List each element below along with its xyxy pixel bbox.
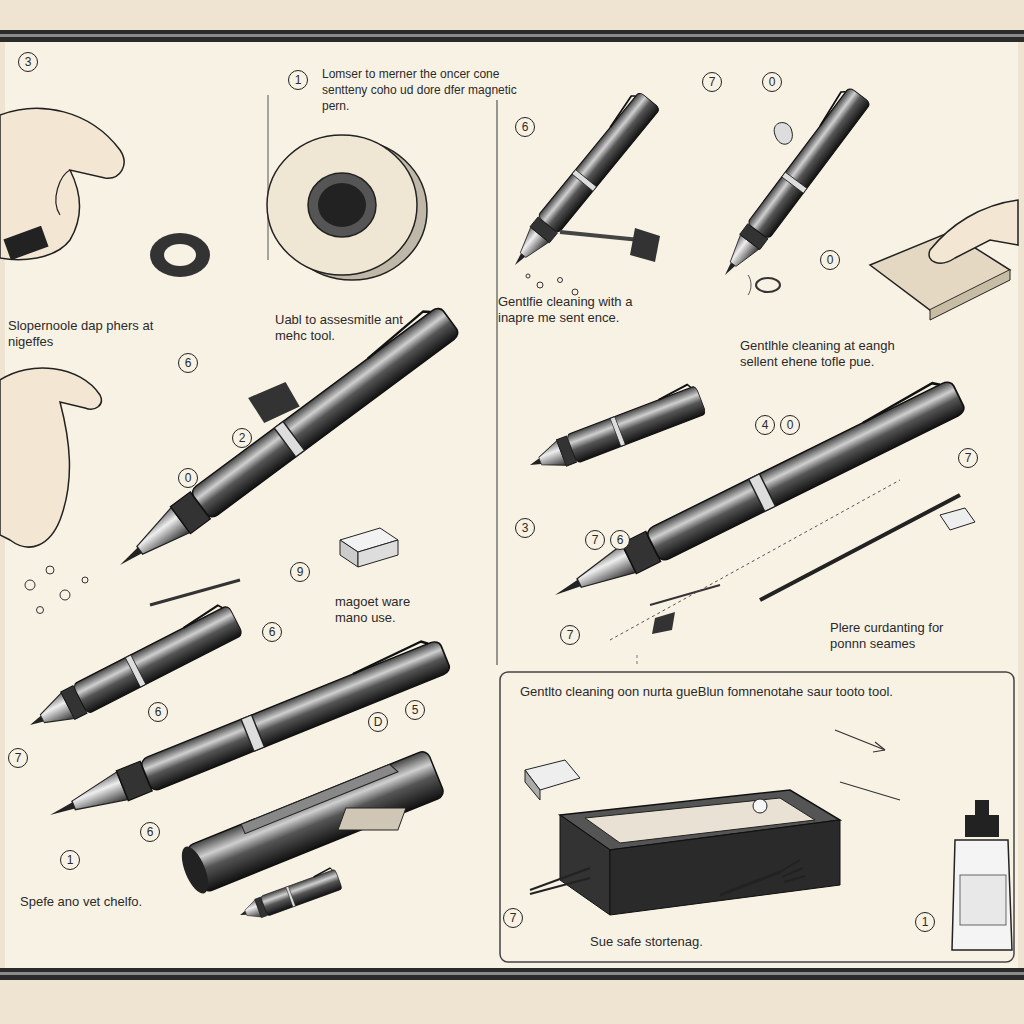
callout-number: D [368,712,388,732]
callout-number: 7 [958,448,978,468]
callout-number: 5 [405,700,425,720]
callout-number: 4 [755,415,775,435]
callout-number: 3 [18,52,38,72]
caption-text: magoet ware mano use. [335,594,445,626]
callout-number: 0 [178,468,198,488]
caption-text: Lomser to merner the oncer cone sentteny… [322,66,522,114]
caption-text: Slopernoole dap phers at nigeffes [8,318,168,350]
callout-number: 6 [610,530,630,550]
callout-number: 6 [140,822,160,842]
callout-number: 1 [60,850,80,870]
caption-text: Uabl to assesmitle ant mehc tool. [275,312,425,344]
callout-number: 1 [915,912,935,932]
caption-text: Sue safe stortenag. [590,934,790,950]
callout-number: 2 [232,428,252,448]
callout-number: 6 [148,702,168,722]
callout-number: 7 [702,72,722,92]
callout-number: 3 [515,518,535,538]
callout-number: 0 [820,250,840,270]
callout-number: 6 [262,622,282,642]
caption-text: Gentlto cleaning oon nurta gueBlun fomne… [520,684,910,700]
callout-number: 9 [290,562,310,582]
callout-number: 7 [8,748,28,768]
callout-number: 0 [762,72,782,92]
caption-text: Spefe ano vet chelfo. [20,894,190,910]
callout-number: 7 [560,625,580,645]
caption-text: Plere curdanting for ponnn seames [830,620,980,652]
callout-number: 7 [503,908,523,928]
callout-number: 6 [178,353,198,373]
callout-number: 0 [780,415,800,435]
callout-number: 6 [515,117,535,137]
callout-number: 1 [288,70,308,90]
caption-text: Gentlhle cleaning at eangh sellent ehene… [740,338,930,370]
caption-text: Gentlfie cleaning with a inapre me sent … [498,294,668,326]
callout-number: 7 [585,530,605,550]
